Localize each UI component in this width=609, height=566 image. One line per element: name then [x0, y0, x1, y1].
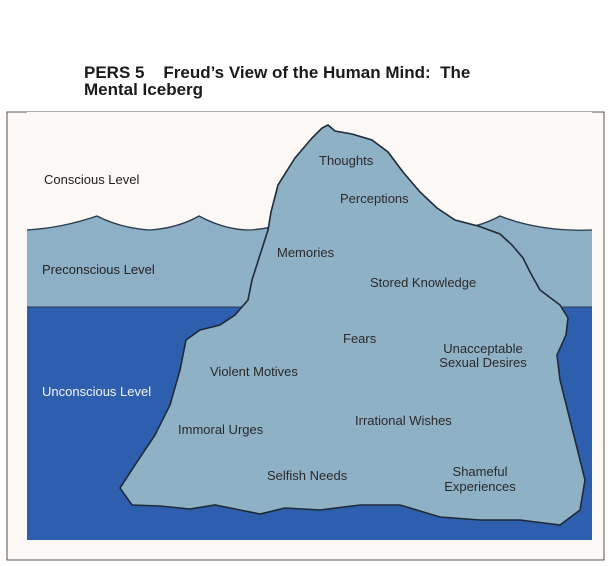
- label-selfish-needs: Selfish Needs: [267, 468, 348, 483]
- page-title: PERS 5 Freud’s View of the Human Mind: T…: [84, 64, 470, 98]
- label-sexual-desires: Sexual Desires: [439, 355, 527, 370]
- label-unacceptable: Unacceptable: [443, 341, 523, 356]
- label-experiences: Experiences: [444, 479, 516, 494]
- label-perceptions: Perceptions: [340, 191, 409, 206]
- label-thoughts: Thoughts: [319, 153, 374, 168]
- preconscious-level-label: Preconscious Level: [42, 262, 155, 277]
- label-violent-motives: Violent Motives: [210, 364, 298, 379]
- label-fears: Fears: [343, 331, 377, 346]
- label-irrational-wishes: Irrational Wishes: [355, 413, 452, 428]
- conscious-level-label: Conscious Level: [44, 172, 139, 187]
- label-immoral-urges: Immoral Urges: [178, 422, 264, 437]
- label-memories: Memories: [277, 245, 335, 260]
- label-stored-knowledge: Stored Knowledge: [370, 275, 476, 290]
- unconscious-level-label: Unconscious Level: [42, 384, 151, 399]
- title-line-1: PERS 5 Freud’s View of the Human Mind: T…: [84, 63, 471, 82]
- title-line-2: Mental Iceberg: [84, 80, 204, 99]
- label-shameful: Shameful: [453, 464, 508, 479]
